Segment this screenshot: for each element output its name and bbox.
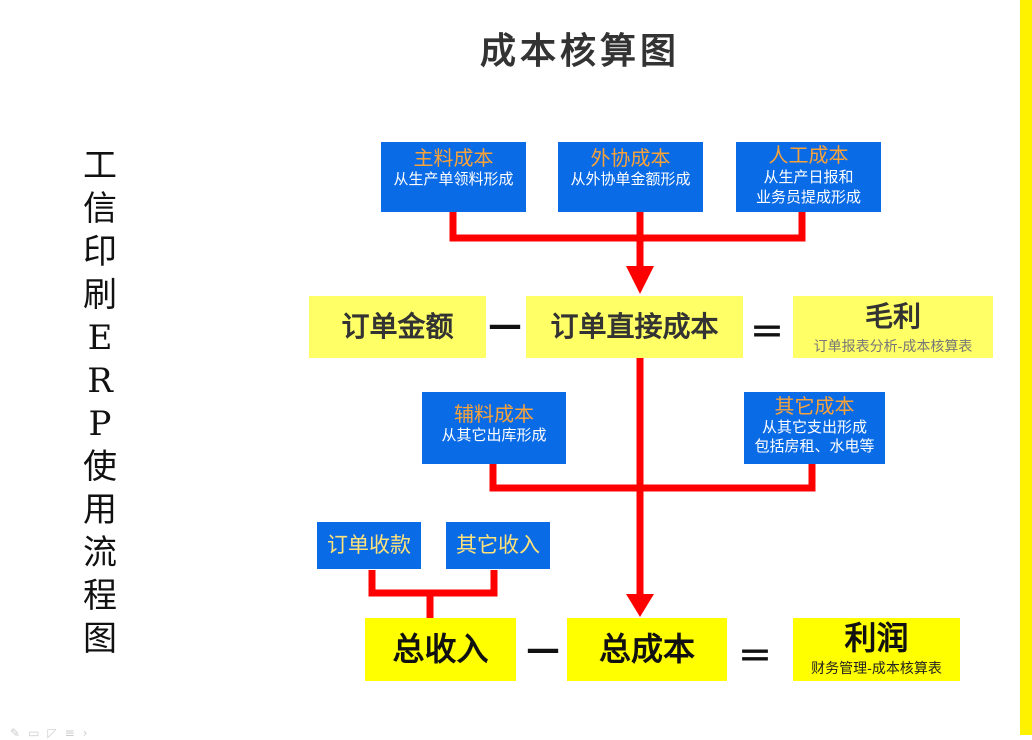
- slideshow-nav: ✎▭◸≡›: [10, 726, 96, 740]
- total-income-box: 总收入: [365, 618, 516, 681]
- equals-sign-bottom: ＝: [738, 637, 772, 677]
- vertical-title: 工信印刷ERP使用流程图: [83, 146, 117, 659]
- other-income-title: 其它收入: [456, 533, 540, 557]
- slide-icon[interactable]: ▭: [28, 726, 48, 740]
- auxiliary-material-cost-box: 辅料成本 从其它出库形成: [422, 392, 566, 464]
- pointer-icon[interactable]: ◸: [47, 726, 65, 740]
- auxiliary-material-cost-sub: 从其它出库形成: [441, 426, 547, 444]
- outsourcing-cost-sub: 从外协单金额形成: [570, 170, 691, 188]
- other-income-box: 其它收入: [446, 522, 550, 569]
- arrow-to-total-cost: [626, 594, 654, 617]
- labor-cost-sub-1: 从生产日报和: [763, 168, 854, 186]
- arrow-to-direct-cost: [626, 266, 654, 294]
- main-material-cost-sub: 从生产单领料形成: [393, 170, 514, 188]
- order-direct-cost-box: 订单直接成本: [526, 296, 743, 358]
- order-amount-box: 订单金额: [309, 296, 486, 358]
- connector-income: [368, 570, 498, 597]
- total-cost-box: 总成本: [567, 618, 727, 681]
- order-receipts-box: 订单收款: [317, 522, 421, 569]
- main-material-cost-title: 主料成本: [413, 146, 494, 170]
- connector-main-material: [449, 212, 806, 242]
- gross-profit-box: 毛利 订单报表分析-成本核算表: [793, 296, 993, 358]
- connector-aux-other: [489, 463, 816, 492]
- labor-cost-box: 人工成本 从生产日报和 业务员提成形成: [736, 142, 881, 212]
- other-cost-title: 其它成本: [774, 394, 855, 418]
- gross-profit-sub: 订单报表分析-成本核算表: [813, 339, 973, 355]
- total-cost-label: 总成本: [598, 630, 695, 668]
- profit-box: 利润 财务管理-成本核算表: [793, 618, 960, 681]
- labor-cost-sub-2: 业务员提成形成: [755, 188, 861, 206]
- order-amount-label: 订单金额: [341, 310, 454, 343]
- order-receipts-title: 订单收款: [327, 533, 411, 557]
- page-title: 成本核算图: [479, 30, 680, 72]
- order-direct-cost-label: 订单直接成本: [550, 310, 719, 343]
- profit-label: 利润: [844, 619, 909, 657]
- total-income-label: 总收入: [392, 630, 489, 668]
- gross-profit-label: 毛利: [864, 300, 921, 333]
- profit-sub: 财务管理-成本核算表: [811, 661, 942, 677]
- other-cost-sub-1: 从其它支出形成: [761, 418, 867, 436]
- labor-cost-title: 人工成本: [768, 143, 849, 167]
- minus-sign-order: —: [488, 305, 522, 345]
- pen-icon[interactable]: ✎: [10, 726, 29, 740]
- auxiliary-material-cost-title: 辅料成本: [454, 402, 534, 426]
- equals-sign-order: ＝: [750, 313, 784, 353]
- outsourcing-cost-title: 外协成本: [590, 146, 671, 170]
- outsourcing-cost-box: 外协成本 从外协单金额形成: [558, 142, 703, 212]
- menu-icon[interactable]: ≡: [64, 726, 83, 740]
- minus-sign-bottom: —: [526, 629, 560, 669]
- other-cost-box: 其它成本 从其它支出形成 包括房租、水电等: [744, 392, 885, 464]
- right-accent-bar: [1020, 0, 1032, 735]
- next-icon[interactable]: ›: [82, 726, 96, 740]
- main-material-cost-box: 主料成本 从生产单领料形成: [381, 142, 526, 212]
- other-cost-sub-2: 包括房租、水电等: [754, 437, 875, 455]
